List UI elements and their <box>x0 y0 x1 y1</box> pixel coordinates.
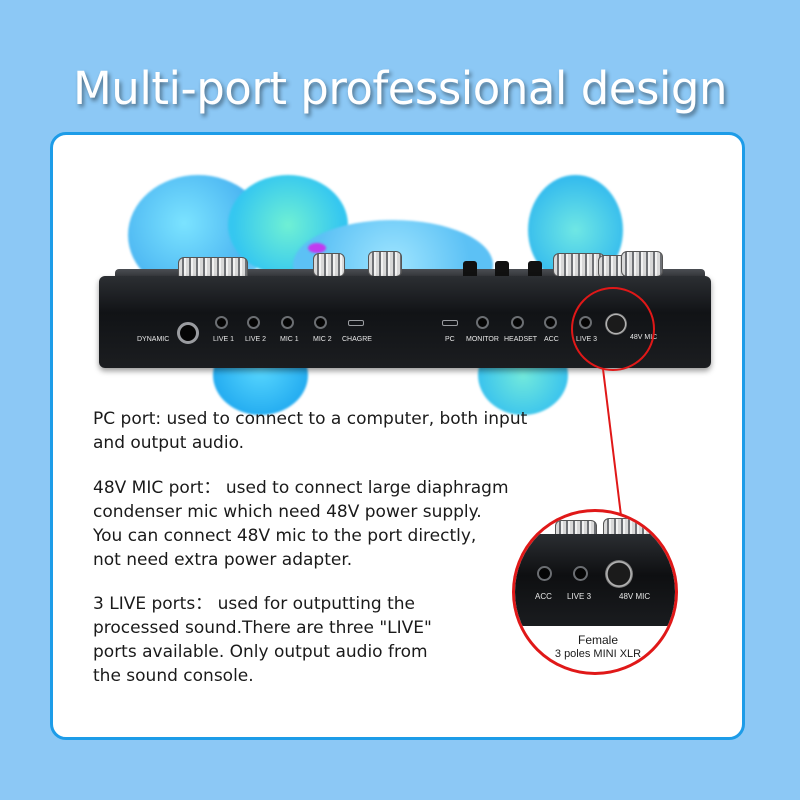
port-label-mic2: MIC 2 <box>313 336 332 343</box>
charge-port <box>348 320 364 326</box>
port-label-monitor: MONITOR <box>466 336 499 343</box>
zoom-port-label-acc: ACC <box>535 592 552 601</box>
knob <box>621 251 663 277</box>
headset-jack <box>511 316 524 329</box>
decorative-blob <box>308 243 326 253</box>
live2-jack <box>247 316 260 329</box>
zoom-port-label-48v-mic: 48V MIC <box>619 592 651 601</box>
mic1-jack <box>281 316 294 329</box>
mic48v-port-description: 48V MIC port： used to connect large diap… <box>93 476 563 572</box>
zoom-device-closeup: ACC LIVE 3 48V MIC <box>515 534 675 626</box>
port-label-headset: HEADSET <box>504 336 538 343</box>
description-line: 3 LIVE ports： used for outputting the <box>93 594 415 614</box>
zoom-inset: ACC LIVE 3 48V MIC Female 3 poles MINI X… <box>512 509 678 675</box>
description-line: condenser mic which need 48V power suppl… <box>93 502 482 522</box>
xlr-48v-mic-port <box>605 560 633 588</box>
page-headline: Multi-port professional design <box>72 62 728 115</box>
highlight-connector-line <box>602 368 622 514</box>
acc-jack <box>537 566 552 581</box>
live1-jack <box>215 316 228 329</box>
knob <box>368 251 402 277</box>
knob <box>553 253 605 277</box>
port-label-live1: LIVE 1 <box>213 336 235 343</box>
port-label-live2: LIVE 2 <box>245 336 267 343</box>
port-label-charge: CHAGRE <box>342 336 372 343</box>
mic2-jack <box>314 316 327 329</box>
description-line: PC port: used to connect to a computer, … <box>93 409 528 429</box>
pc-port-description: PC port: used to connect to a computer, … <box>93 407 563 455</box>
highlight-circle <box>571 287 655 371</box>
description-line: You can connect 48V mic to the port dire… <box>93 526 477 546</box>
zoom-port-label-live3: LIVE 3 <box>567 592 592 601</box>
port-label-pc: PC <box>445 336 455 343</box>
zoom-caption-xlr: 3 poles MINI XLR <box>554 648 642 660</box>
live3-jack <box>573 566 588 581</box>
live-ports-description: 3 LIVE ports： used for outputting the pr… <box>93 592 563 688</box>
monitor-jack <box>476 316 489 329</box>
zoom-caption-female: Female <box>577 633 618 647</box>
description-line: not need extra power adapter. <box>93 550 353 570</box>
description-line: 48V MIC port： used to connect large diap… <box>93 478 509 498</box>
port-label-acc: ACC <box>544 336 559 343</box>
dynamic-jack <box>177 322 199 344</box>
content-card: DYNAMIC LIVE 1 LIVE 2 MIC 1 MIC 2 CHAGRE… <box>50 132 745 740</box>
port-label-dynamic: DYNAMIC <box>137 336 170 343</box>
description-line: ports available. Only output audio from <box>93 642 428 662</box>
knob <box>313 253 345 277</box>
description-line: processed sound.There are three "LIVE" <box>93 618 432 638</box>
pc-port <box>442 320 458 326</box>
acc-jack <box>544 316 557 329</box>
port-label-mic1: MIC 1 <box>280 336 299 343</box>
description-line: the sound console. <box>93 666 254 686</box>
description-line: and output audio. <box>93 433 245 453</box>
